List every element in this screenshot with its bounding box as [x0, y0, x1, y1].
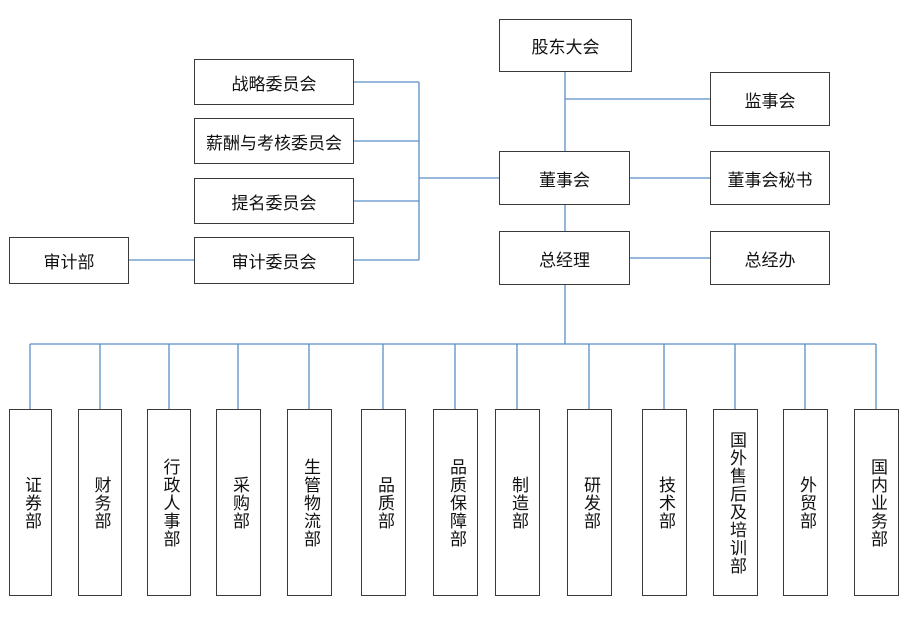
dept-box-manufacturing: 制造部 — [495, 409, 540, 596]
dept-label: 国内业务部 — [867, 457, 887, 548]
dept-label: 证券部 — [21, 475, 41, 530]
dept-label: 采购部 — [229, 475, 249, 530]
dept-label: 外贸部 — [796, 475, 816, 530]
nomination-committee-label: 提名委员会 — [231, 193, 317, 214]
compensation-committee-label: 薪酬与考核委员会 — [206, 133, 342, 154]
general-manager-label: 总经理 — [539, 250, 590, 271]
general-manager-box: 总经理 — [499, 231, 630, 285]
shareholders-box: 股东大会 — [499, 19, 632, 72]
dept-box-admin-hr: 行政人事部 — [147, 409, 191, 596]
dept-box-production-logistics: 生管物流部 — [287, 409, 332, 596]
shareholders-label: 股东大会 — [531, 38, 600, 58]
audit-dept-box: 审计部 — [9, 237, 129, 284]
board-box: 董事会 — [499, 151, 630, 205]
dept-box-finance: 财务部 — [78, 409, 122, 596]
dept-label: 行政人事部 — [159, 457, 180, 548]
dept-box-quality: 品质部 — [361, 409, 406, 596]
supervisory-board-box: 监事会 — [710, 72, 830, 126]
dept-box-purchasing: 采购部 — [216, 409, 261, 596]
dept-label: 财务部 — [90, 475, 111, 530]
dept-label: 生管物流部 — [300, 457, 320, 548]
dept-label: 国外售后及培训部 — [726, 430, 746, 575]
supervisory-board-label: 监事会 — [744, 91, 796, 112]
dept-box-technology: 技术部 — [642, 409, 687, 596]
board-label: 董事会 — [539, 170, 590, 191]
dept-box-securities: 证券部 — [9, 409, 52, 596]
board-secretary-label: 董事会秘书 — [727, 170, 813, 191]
dept-box-overseas-service-training: 国外售后及培训部 — [713, 409, 758, 596]
dept-label: 技术部 — [655, 475, 675, 530]
dept-label: 品质保障部 — [446, 457, 466, 548]
dept-label: 品质部 — [374, 475, 394, 530]
dept-box-quality-assurance: 品质保障部 — [433, 409, 478, 596]
dept-box-foreign-trade: 外贸部 — [783, 409, 828, 596]
board-secretary-box: 董事会秘书 — [710, 151, 830, 205]
strategy-committee-label: 战略委员会 — [231, 74, 317, 95]
dept-box-domestic-business: 国内业务部 — [854, 409, 899, 596]
audit-committee-label: 审计委员会 — [231, 253, 317, 273]
audit-committee-box: 审计委员会 — [194, 237, 354, 284]
nomination-committee-box: 提名委员会 — [194, 178, 354, 224]
strategy-committee-box: 战略委员会 — [194, 59, 354, 105]
audit-dept-label: 审计部 — [43, 253, 95, 273]
compensation-committee-box: 薪酬与考核委员会 — [194, 118, 354, 164]
gm-office-label: 总经办 — [744, 250, 796, 271]
dept-box-rnd: 研发部 — [567, 409, 612, 596]
gm-office-box: 总经办 — [710, 231, 830, 285]
dept-label: 制造部 — [508, 475, 528, 530]
dept-label: 研发部 — [580, 475, 600, 530]
